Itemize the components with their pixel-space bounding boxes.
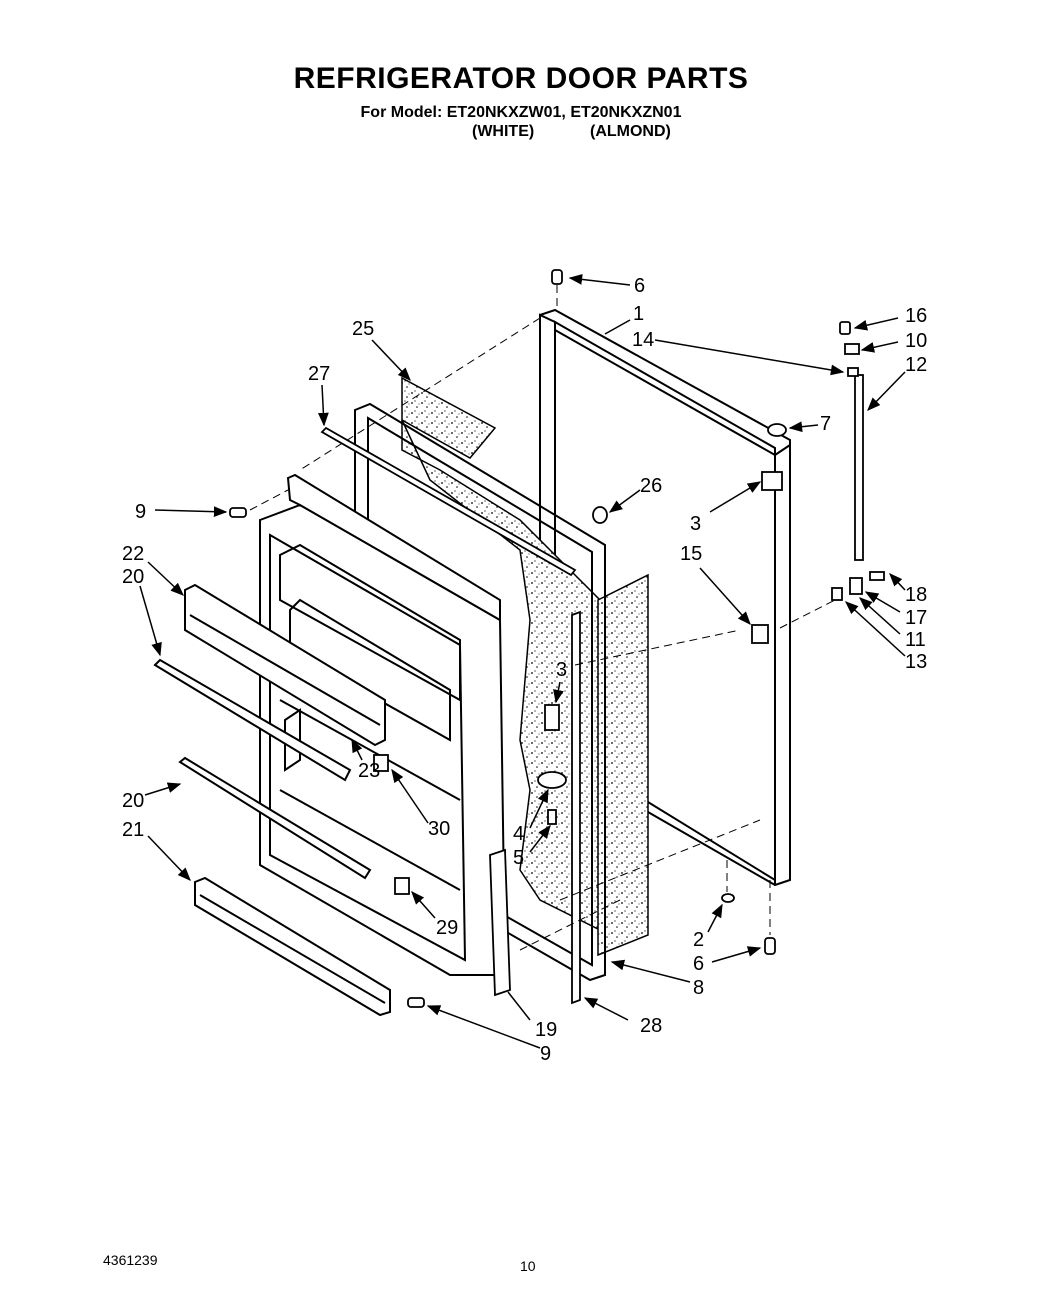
callout-17: 17 (905, 607, 927, 629)
callout-1: 1 (633, 303, 644, 325)
callout-30: 30 (428, 818, 450, 840)
callout-22: 22 (122, 543, 144, 565)
callout-18: 18 (905, 584, 927, 606)
insulation-strip-right (597, 573, 649, 957)
callout-14: 14 (632, 329, 654, 351)
door-shelf-rail-20-top (153, 658, 352, 782)
callout-26: 26 (640, 475, 662, 497)
callout-3-right: 3 (690, 513, 701, 535)
insulation-pad-main (401, 419, 611, 932)
callout-11: 11 (905, 629, 926, 651)
callout-20-bottom: 20 (122, 790, 144, 812)
callout-2: 2 (693, 929, 704, 951)
insulation-pad-upper (401, 376, 497, 459)
callout-6-bottom: 6 (693, 953, 704, 975)
small-hardware (229, 269, 885, 1008)
callout-5: 5 (513, 847, 524, 869)
door-shelf-rail-20-bottom (178, 756, 372, 880)
callout-19: 19 (535, 1019, 557, 1041)
callout-4: 4 (513, 823, 524, 845)
document-number: 4361239 (103, 1252, 158, 1268)
alignment-lines (249, 285, 836, 951)
callout-9-bottom: 9 (540, 1043, 551, 1065)
door-shelf-rail-upper (184, 583, 386, 747)
callout-9-left: 9 (135, 501, 146, 523)
callout-15: 15 (680, 543, 702, 565)
callout-25: 25 (352, 318, 374, 340)
page-title: REFRIGERATOR DOOR PARTS (293, 62, 749, 95)
color-label-white: (WHITE) (472, 123, 535, 140)
callout-23: 23 (358, 760, 380, 782)
callout-28: 28 (640, 1015, 662, 1037)
leader-lines (139, 274, 906, 1049)
callout-20-top: 20 (122, 566, 144, 588)
callout-27: 27 (308, 363, 330, 385)
callout-12: 12 (905, 354, 927, 376)
door-shelf-bottom-21 (194, 876, 391, 1017)
callout-6-top: 6 (634, 275, 645, 297)
color-label-almond: (ALMOND) (590, 123, 671, 140)
callout-13: 13 (905, 651, 927, 673)
callout-8: 8 (693, 977, 704, 999)
model-line: For Model: ET20NKXZW01, ET20NKXZN01 (360, 104, 682, 121)
callout-21: 21 (122, 819, 144, 841)
page-number: 10 (520, 1258, 536, 1274)
callout-16: 16 (905, 305, 927, 327)
callout-7: 7 (820, 413, 831, 435)
callout-labels: 6 1 25 16 14 10 12 27 7 26 9 3 22 20 15 … (122, 275, 927, 1065)
callout-29: 29 (436, 917, 458, 939)
callout-10: 10 (905, 330, 927, 352)
callout-3-mid: 3 (556, 659, 567, 681)
